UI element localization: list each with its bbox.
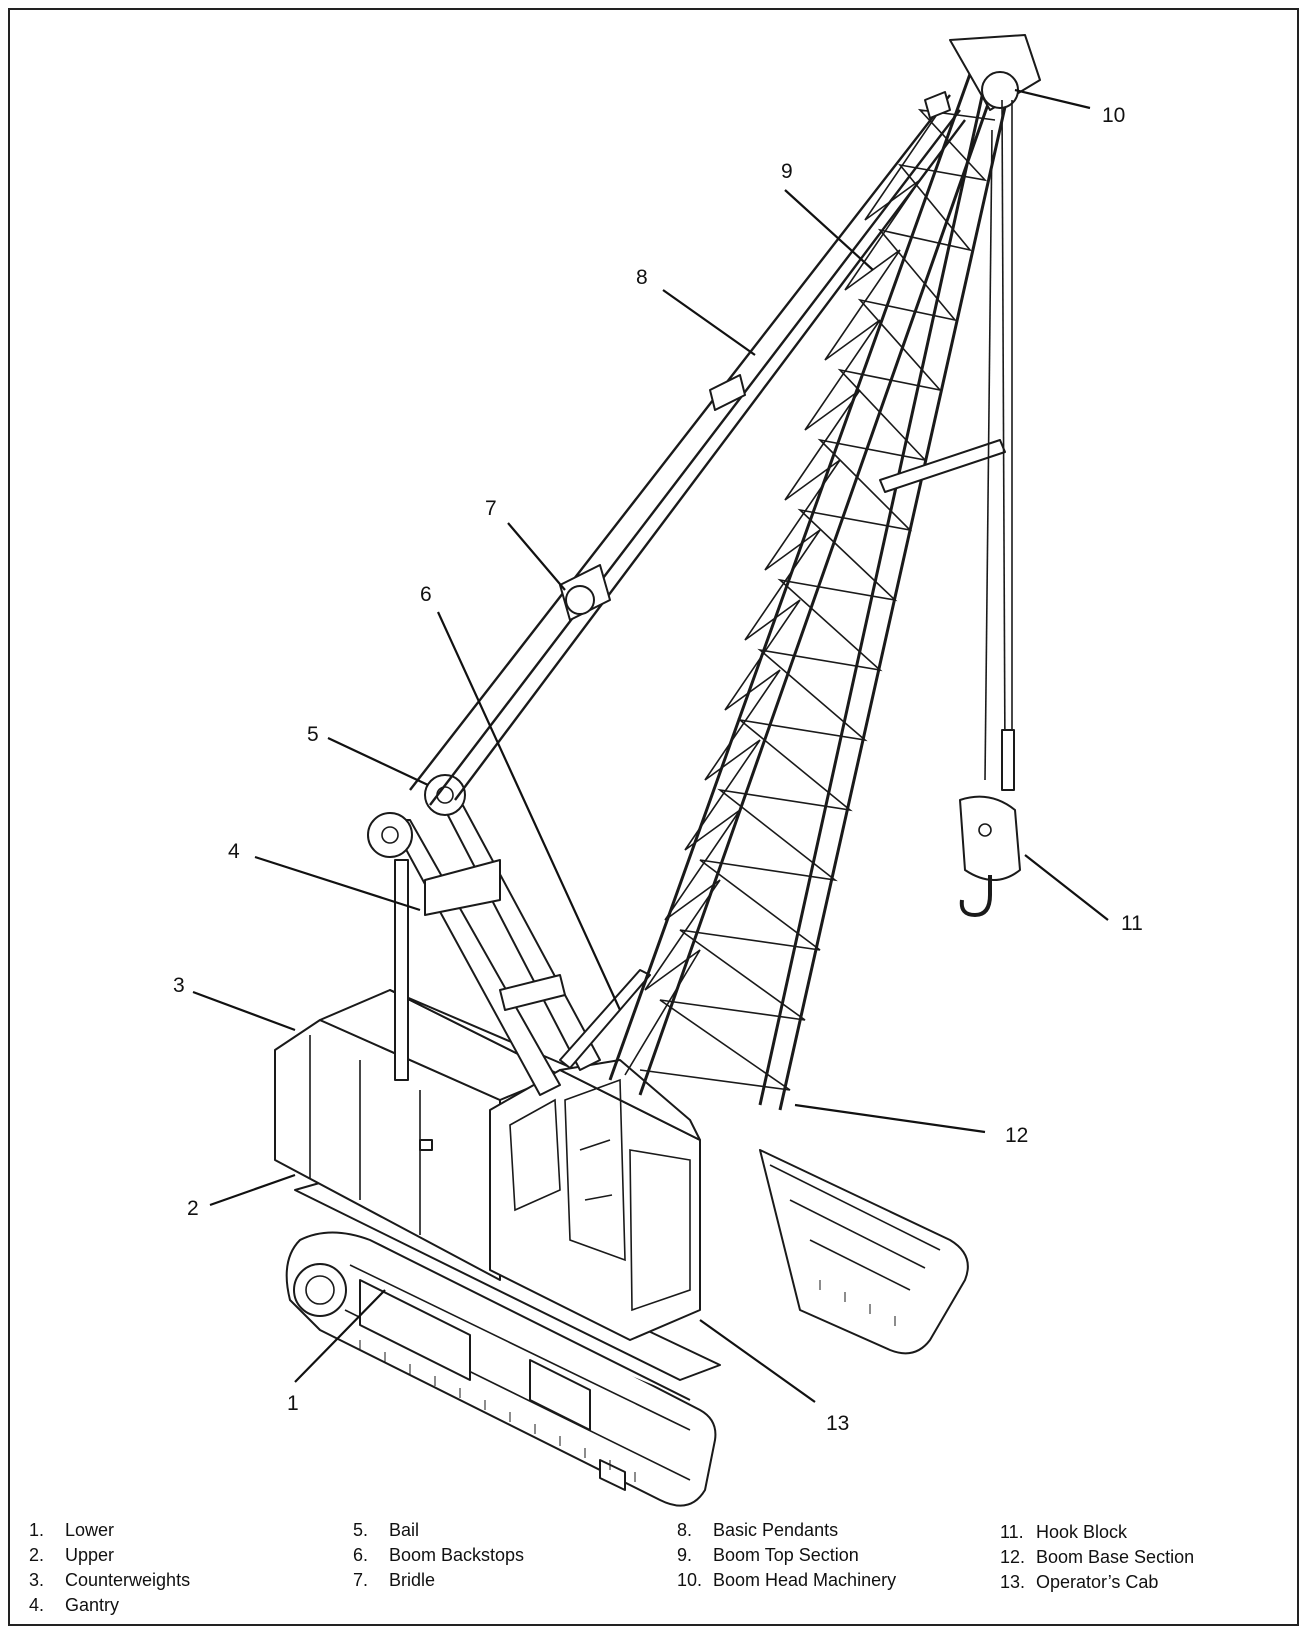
legend-column-3: 8.Basic Pendants 9.Boom Top Section 10.B… xyxy=(677,1518,896,1593)
callout-5: 5 xyxy=(307,723,319,746)
callout-4: 4 xyxy=(228,840,240,863)
leader-lines xyxy=(192,88,1109,1403)
callout-12: 12 xyxy=(1005,1124,1029,1147)
legend-item: 3.Counterweights xyxy=(29,1570,191,1590)
boom-lattice-drawing xyxy=(608,34,1041,1111)
legend-item: 11.Hook Block xyxy=(1000,1522,1128,1542)
legend-item: 8.Basic Pendants xyxy=(677,1520,839,1540)
legend-item: 5.Bail xyxy=(353,1520,420,1540)
legend-item: 7.Bridle xyxy=(353,1570,436,1590)
callout-2: 2 xyxy=(187,1197,199,1220)
legend-column-2: 5.Bail 6.Boom Backstops 7.Bridle xyxy=(353,1518,524,1593)
callout-11: 11 xyxy=(1121,912,1143,935)
callout-9: 9 xyxy=(781,160,793,183)
callout-8: 8 xyxy=(636,266,648,289)
legend-item: 2.Upper xyxy=(29,1545,115,1565)
callout-6: 6 xyxy=(420,583,432,606)
boom-backstop-drawing xyxy=(559,969,651,1069)
lower-tracks xyxy=(285,1149,969,1507)
legend-item: 6.Boom Backstops xyxy=(353,1545,525,1565)
hook-block-drawing xyxy=(959,99,1021,918)
legend-item: 13.Operator’s Cab xyxy=(1000,1572,1159,1592)
upper-body xyxy=(274,989,601,1281)
callout-1: 1 xyxy=(287,1392,299,1415)
legend-column-4: 11.Hook Block 12.Boom Base Section 13.Op… xyxy=(1000,1520,1194,1595)
legend-item: 9.Boom Top Section xyxy=(677,1545,859,1565)
legend-column-1: 1.Lower 2.Upper 3.Counterweights 4.Gantr… xyxy=(29,1518,190,1618)
legend-item: 4.Gantry xyxy=(29,1595,120,1615)
callout-7: 7 xyxy=(485,497,497,520)
callout-13: 13 xyxy=(826,1412,850,1435)
legend-item: 12.Boom Base Section xyxy=(1000,1547,1195,1567)
callout-10: 10 xyxy=(1102,104,1126,127)
gantry-drawing xyxy=(367,774,601,1096)
legend-item: 10.Boom Head Machinery xyxy=(677,1570,897,1590)
callout-3: 3 xyxy=(173,974,185,997)
pendants-drawing xyxy=(409,91,966,806)
legend-item: 1.Lower xyxy=(29,1520,115,1540)
operators-cab-drawing xyxy=(489,1059,701,1341)
